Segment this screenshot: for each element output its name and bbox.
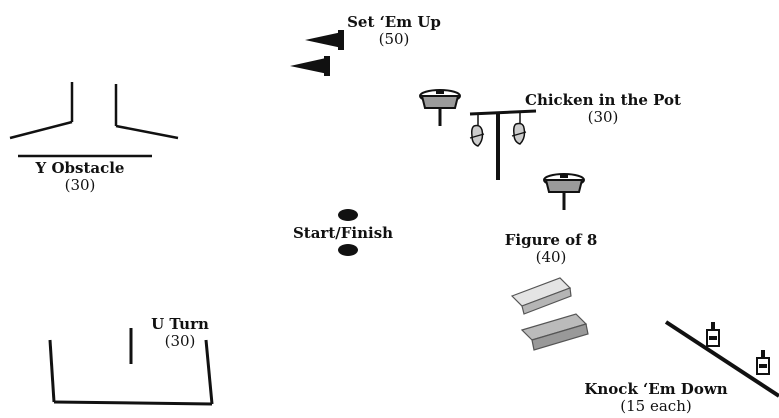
u-turn-points: (30) [134, 333, 226, 350]
chicken-icon-2 [512, 124, 526, 145]
figure-of-8-points: (40) [486, 249, 616, 266]
chicken-icon-1 [470, 126, 484, 147]
set-em-up-label: Set ‘Em Up (50) [346, 14, 442, 49]
knock-em-down-points: (15 each) [556, 398, 756, 415]
y-obstacle-points: (30) [16, 177, 144, 194]
cone-lower [290, 56, 330, 76]
pot-icon-2 [544, 174, 584, 210]
bottle-icon-1 [707, 322, 719, 346]
chicken-in-the-pot-label: Chicken in the Pot (30) [514, 92, 692, 127]
chicken-in-the-pot-name: Chicken in the Pot [514, 92, 692, 109]
start-finish-label: Start/Finish [272, 225, 414, 242]
figure-of-8-label: Figure of 8 (40) [486, 232, 616, 267]
y-obstacle-label: Y Obstacle (30) [16, 160, 144, 195]
chicken-in-the-pot-points: (30) [514, 109, 692, 126]
start-marker-top [338, 209, 358, 221]
figure-of-8-name: Figure of 8 [486, 232, 616, 249]
y-obstacle-lines [10, 82, 178, 156]
cone-upper [305, 30, 344, 50]
pot-icon-1 [420, 90, 460, 126]
set-em-up-points: (50) [346, 31, 442, 48]
knock-em-down-label: Knock ‘Em Down (15 each) [556, 381, 756, 416]
u-turn-label: U Turn (30) [134, 316, 226, 351]
figure-8-block-2 [522, 314, 588, 350]
figure-8-block-1 [512, 278, 571, 314]
knock-em-down-name: Knock ‘Em Down [556, 381, 756, 398]
bottle-icon-2 [757, 350, 769, 374]
start-marker-bottom [338, 244, 358, 256]
start-finish-name: Start/Finish [272, 225, 414, 242]
y-obstacle-name: Y Obstacle [16, 160, 144, 177]
set-em-up-name: Set ‘Em Up [346, 14, 442, 31]
u-turn-name: U Turn [134, 316, 226, 333]
